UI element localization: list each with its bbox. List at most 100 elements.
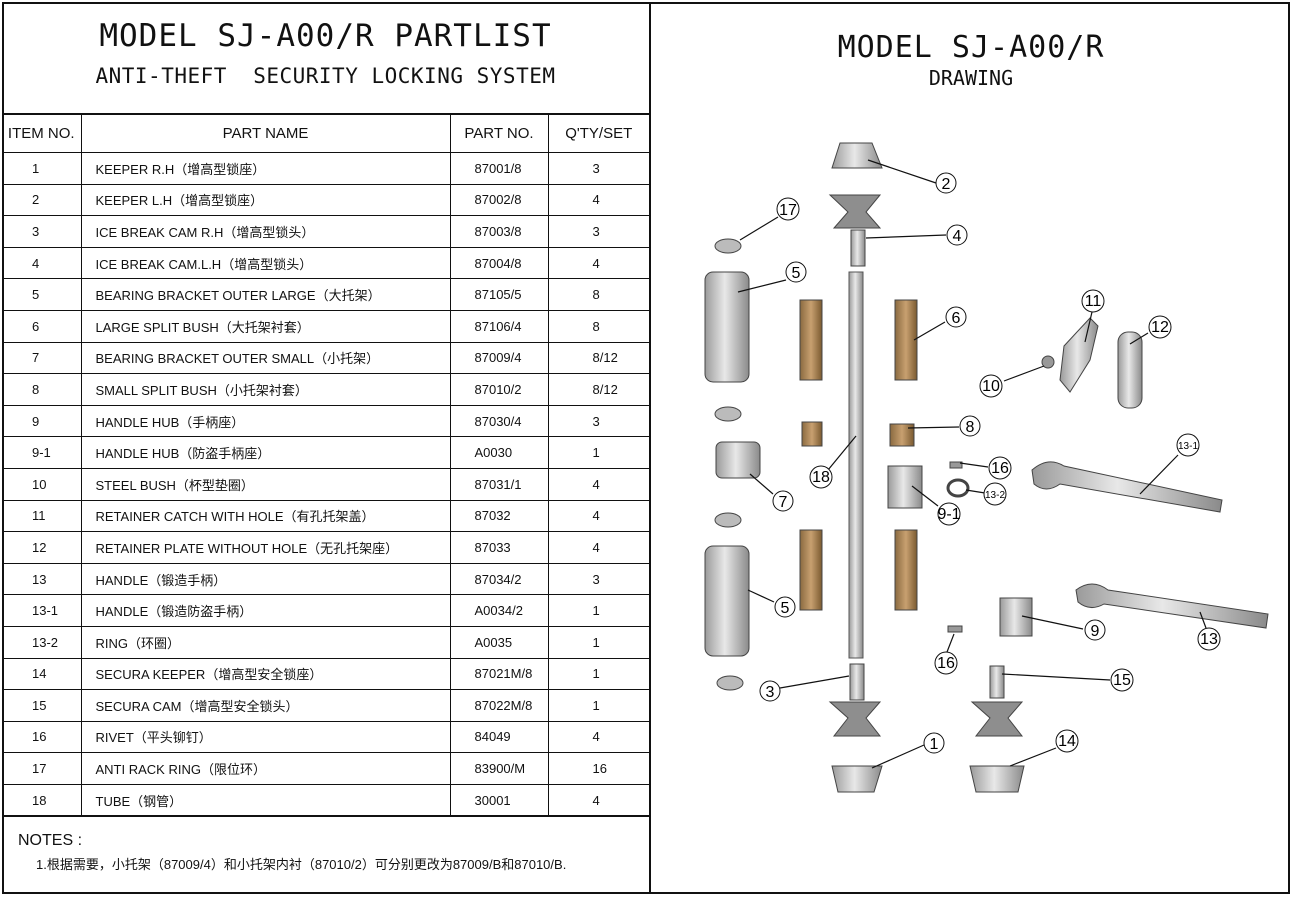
svg-text:13: 13 [1200,631,1218,648]
item-no-cell: 9-1 [2,436,82,469]
part-name-cell: ICE BREAK CAM R.H（增高型锁头） [80,215,451,248]
svg-text:10: 10 [982,378,1000,395]
item-no-cell: 13-2 [2,625,82,659]
large-split-bush-part [894,529,918,611]
part-name-cell: KEEPER L.H（增高型锁座） [80,183,451,217]
notes-line-1: 1.根据需要，小托架（87009/4）和小托架内衬（87010/2）可分别更改为… [36,857,567,872]
svg-text:11: 11 [1085,293,1102,310]
header-part-name: PART NAME [80,113,451,153]
svg-text:9-1: 9-1 [937,506,960,523]
callout-1: 1 [923,732,945,754]
part-name-cell: RIVET（平头铆钉） [80,720,451,754]
part-name-cell: RING（环圈） [80,625,451,659]
rivet-part [949,461,963,469]
item-no-cell: 18 [2,783,82,818]
item-no-cell: 10 [2,467,82,501]
part-no-cell: 87002/8 [449,183,549,217]
callout-4: 4 [946,224,968,246]
svg-text:5: 5 [792,265,801,282]
qty-cell: 1 [547,594,649,627]
item-no-cell: 15 [2,689,82,722]
svg-text:17: 17 [779,202,797,219]
callout-13: 13 [1197,627,1221,651]
callout-leaders [737,159,1207,769]
secura-keeper-part [969,765,1025,793]
callout-18: 18 [809,465,833,489]
part-no-cell: 87105/5 [449,278,549,311]
item-no-cell: 7 [2,341,82,375]
part-name-cell: HANDLE（锻造手柄） [80,562,451,596]
anti-rack-ring-part [714,512,742,528]
part-no-cell: 87033 [449,531,549,564]
page-divider [649,2,651,894]
part-no-cell: A0035 [449,625,549,659]
handle-hub-security-part [887,465,923,509]
anti-rack-ring-part [716,675,744,691]
svg-text:12: 12 [1151,319,1169,336]
part-no-cell: 30001 [449,783,549,818]
header-part-no: PART NO. [449,113,549,153]
cam-lh-part [828,194,882,229]
item-no-cell: 3 [2,215,82,248]
part-name-cell: HANDLE（锻造防盗手柄） [80,594,451,627]
item-no-cell: 12 [2,531,82,564]
qty-cell: 8/12 [547,373,649,406]
part-no-cell: 87032 [449,499,549,533]
header-item-no: ITEM NO. [2,113,82,153]
part-name-cell: STEEL BUSH（杯型垫圈） [80,467,451,501]
svg-text:14: 14 [1058,733,1076,750]
qty-cell: 1 [547,436,649,469]
callout-10: 10 [979,374,1003,398]
part-no-cell: 83900/M [449,752,549,785]
part-no-cell: 87001/8 [449,152,549,185]
handle-security-part [1031,461,1223,513]
qty-cell: 8 [547,278,649,311]
callout-17: 17 [776,197,800,221]
drawing-subtitle: DRAWING [928,66,1014,90]
callout-2: 2 [935,172,957,194]
part-no-cell: 87034/2 [449,562,549,596]
item-no-cell: 4 [2,246,82,280]
large-split-bush-part [799,529,823,611]
item-no-cell: 2 [2,183,82,217]
small-split-bush-part [801,421,823,447]
svg-text:7: 7 [779,494,788,511]
qty-cell: 4 [547,499,649,533]
qty-cell: 3 [547,215,649,248]
svg-text:13-2: 13-2 [985,490,1005,501]
callouts: 2 4 17 5 6 11 12 10 8 7 18 16 13-1 13-2 … [759,172,1221,754]
item-no-cell: 13 [2,562,82,596]
item-no-cell: 5 [2,278,82,311]
steel-bush-part [1041,355,1055,369]
header-qty: Q'TY/SET [547,113,649,153]
callout-12: 12 [1148,315,1172,339]
part-name-cell: BEARING BRACKET OUTER LARGE（大托架） [80,278,451,311]
item-no-cell: 11 [2,499,82,533]
part-no-cell: 87030/4 [449,404,549,438]
qty-cell: 4 [547,246,649,280]
part-name-cell: HANDLE HUB（防盗手柄座） [80,436,451,469]
part-name-cell: LARGE SPLIT BUSH（大托架衬套） [80,309,451,343]
bearing-bracket-small-part [715,441,761,479]
svg-text:16: 16 [937,655,955,672]
qty-cell: 4 [547,467,649,501]
notes-heading: NOTES : [18,832,83,849]
part-name-cell: RETAINER CATCH WITH HOLE（有孔托架盖） [80,499,451,533]
secura-cam-part [970,701,1024,737]
handle-part [1075,583,1269,629]
callout-14: 14 [1055,729,1079,753]
part-no-cell: 87021M/8 [449,657,549,691]
callout-5-bottom: 5 [774,596,796,618]
tube-part [848,271,864,659]
